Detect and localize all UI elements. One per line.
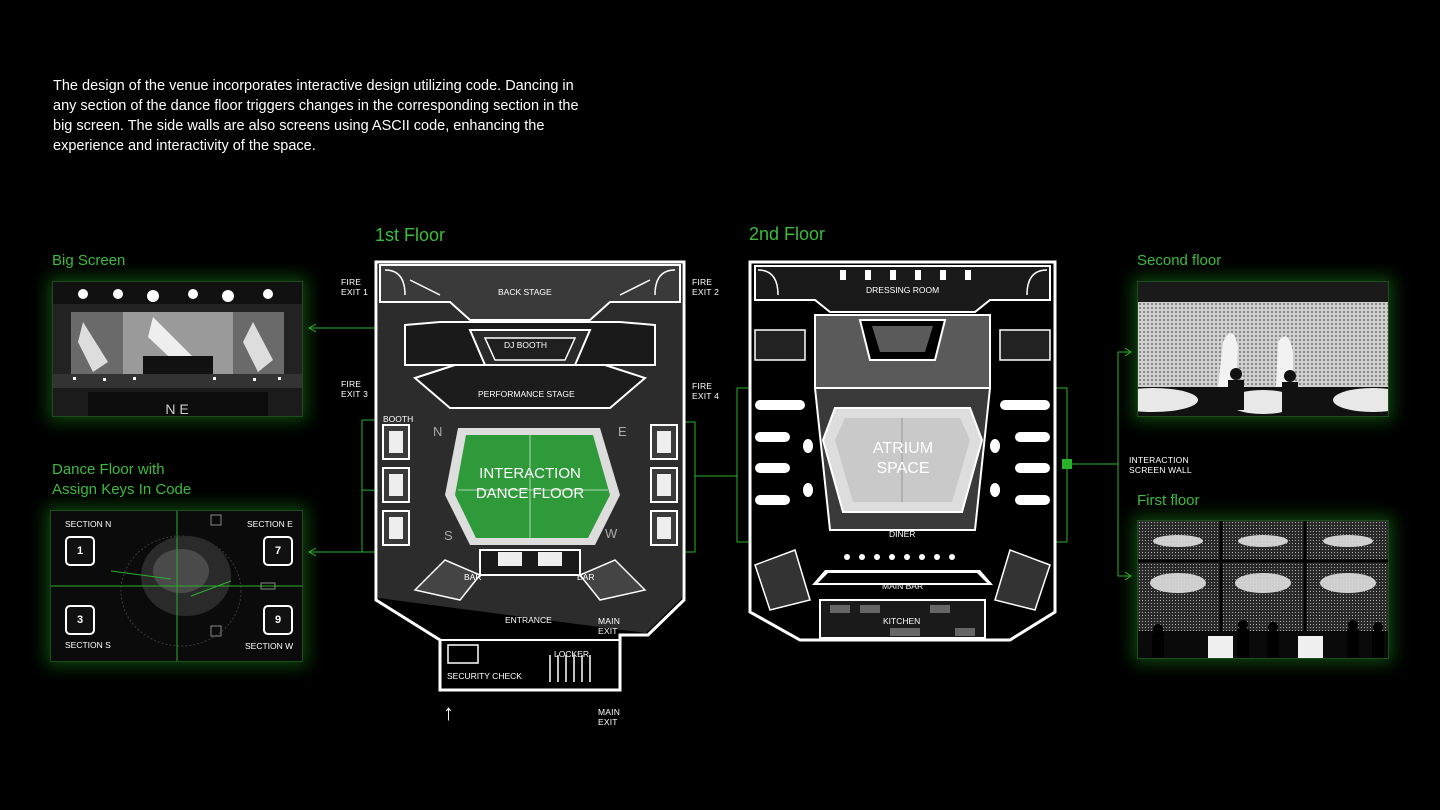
compass-s: S [444,528,453,543]
booth-label: BOOTH [383,414,414,424]
section-w-label: SECTION W [245,641,294,651]
first-floor-screen-panel [1137,520,1389,659]
security-check-label: SECURITY CHECK [447,671,522,681]
second-floor-screen-title: Second floor [1137,252,1222,269]
intro-text: The design of the venue incorporates int… [53,78,579,154]
atrium-label-line1: ATRIUM [872,440,934,457]
big-screen-title: Big Screen [52,252,126,269]
key-e: 7 [263,536,293,566]
dance-keys-grid [51,511,302,661]
performance-stage-label: PERFORMANCE STAGE [478,389,575,399]
key-w: 9 [263,605,293,635]
first-floor-title: 1st Floor [375,225,446,245]
fire-exit-2-line1: FIRE [692,277,713,287]
back-stage-label: BACK STAGE [498,287,552,297]
atrium-label-line2: SPACE [876,460,930,477]
dance-floor-title-line2: Assign Keys In Code [52,481,192,498]
section-n-label: SECTION N [65,519,112,529]
bar-left-label: BAR [464,572,482,582]
screen-wall-label-line1: INTERACTION [1129,455,1189,465]
second-floor-title: 2nd Floor [749,224,826,244]
compass-w: W [605,526,618,541]
screen-letters: N E [165,401,188,416]
compass-n: N [433,424,443,439]
dance-floor-label-line1: INTERACTION [479,465,581,482]
main-exit-1-line2: EXIT [598,626,618,636]
section-e-label: SECTION E [247,519,293,529]
second-floor-screen-panel [1137,281,1389,417]
entrance-arrow-icon: ↑ [443,700,454,725]
main-bar-label: MAIN BAR [882,581,924,591]
section-s-label: SECTION S [65,640,111,650]
dj-booth-label: DJ BOOTH [504,340,547,350]
fire-exit-4-line2: EXIT 4 [692,391,720,401]
compass-e: E [618,424,627,439]
fire-exit-1-line1: FIRE [341,277,362,287]
fire-exit-2-line2: EXIT 2 [692,287,720,297]
screen-wall-label-line2: SCREEN WALL [1129,465,1192,475]
main-exit-2-line2: EXIT [598,717,618,727]
main-exit-2-line1: MAIN [598,707,621,717]
diner-label: DINER [889,529,916,539]
first-floor-screen-title: First floor [1137,492,1200,509]
big-screen-render: N E [53,282,302,416]
kitchen-label: KITCHEN [883,616,921,626]
bar-right-label: BAR [577,572,595,582]
dance-keys-panel: SECTION N SECTION E SECTION S SECTION W … [50,510,303,662]
dance-floor-label-line2: DANCE FLOOR [475,485,585,502]
key-n: 1 [65,536,95,566]
big-screen-panel: N E [52,281,303,417]
fire-exit-3-line2: EXIT 3 [341,389,369,399]
fire-exit-4-line1: FIRE [692,381,713,391]
locker-label: LOCKER [554,649,589,659]
dressing-room-label: DRESSING ROOM [866,285,940,295]
fire-exit-3-line1: FIRE [341,379,362,389]
first-floor-screen-render [1138,521,1388,658]
entrance-label: ENTRANCE [505,615,552,625]
fire-exit-1-line2: EXIT 1 [341,287,369,297]
key-s: 3 [65,605,95,635]
second-floor-screen-render [1138,282,1388,416]
main-exit-1-line1: MAIN [598,616,621,626]
dance-floor-title-line1: Dance Floor with [52,461,165,478]
